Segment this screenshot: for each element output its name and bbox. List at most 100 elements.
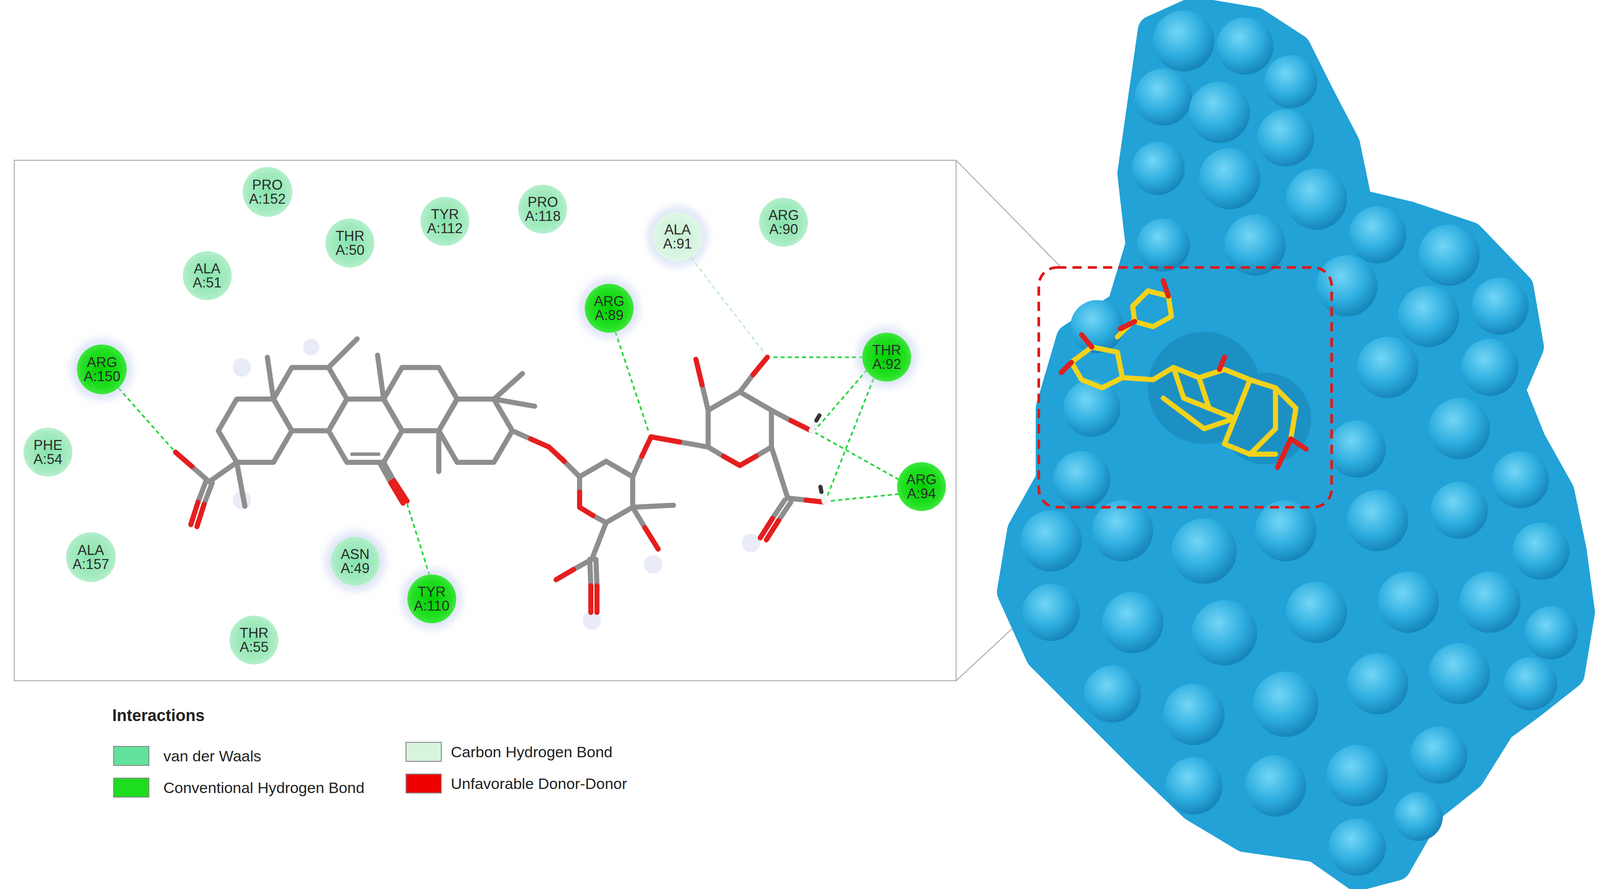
ligand-3d	[1163, 397, 1235, 429]
oxygen-bond	[790, 420, 812, 431]
ligand-skeleton	[589, 559, 591, 587]
residue-label: THR A:92	[872, 343, 902, 372]
atom-halo	[644, 555, 663, 574]
protein-surface	[1188, 81, 1250, 144]
protein-surface	[1348, 206, 1406, 264]
ligand-skeleton	[267, 357, 274, 399]
ligand-3d	[1250, 451, 1276, 457]
ligand-3d	[1081, 334, 1093, 348]
hydrogen-atom	[811, 415, 820, 431]
residue-label: PRO A:152	[248, 177, 286, 206]
ligand-skeleton	[236, 462, 245, 507]
protein-surface	[1428, 642, 1490, 704]
oxygen-bond	[723, 456, 740, 466]
protein-surface	[1163, 683, 1225, 746]
hydrogen-atom	[816, 415, 820, 421]
oxygen-bond	[739, 456, 756, 466]
oxygen-bond	[390, 482, 403, 504]
residue-label: ARG A:90	[768, 208, 799, 237]
oxygen-bond	[696, 359, 703, 385]
oxygen-bond	[579, 507, 593, 516]
residue-circle: THR A:92	[862, 332, 912, 382]
ligand-3d	[1173, 367, 1210, 409]
protein-surface	[1198, 148, 1261, 210]
protein-surface	[1053, 451, 1111, 509]
ligand-3d	[1120, 321, 1135, 329]
ligand-skeleton	[708, 447, 724, 457]
ligand-skeleton	[771, 410, 791, 421]
ligand-skeleton	[739, 374, 753, 392]
ligand-skeleton	[579, 461, 607, 477]
ligand-skeleton	[606, 461, 633, 477]
ligand-skeleton	[679, 441, 708, 447]
ligand-skeleton	[771, 447, 788, 499]
protein-surface	[1134, 68, 1192, 126]
protein-surface	[1346, 489, 1409, 551]
legend-swatch	[405, 773, 442, 794]
protein-surface	[1394, 792, 1443, 841]
oxygen-bond	[175, 452, 192, 467]
protein-surface	[1153, 10, 1215, 72]
ligand-skeleton	[493, 399, 535, 407]
ligand-skeleton	[493, 373, 523, 399]
ligand-skeleton	[436, 430, 442, 472]
residue-label: PHE A:54	[33, 438, 63, 467]
ligand-skeleton	[756, 447, 772, 457]
oxygen-bond	[175, 357, 825, 613]
protein-surface	[1131, 142, 1185, 196]
protein-surface	[1377, 571, 1439, 633]
ligand-3d	[1219, 357, 1225, 370]
residue-label: TYR A:110	[413, 584, 450, 613]
protein-surface	[1356, 336, 1419, 398]
protein-surface	[1461, 339, 1519, 397]
protein-surface	[1020, 10, 1578, 876]
residue-label: ARG A:150	[83, 355, 121, 384]
h-bond-line	[407, 504, 430, 576]
ligand-skeleton	[564, 461, 580, 477]
hydrogen-atom	[820, 487, 825, 503]
protein-surface	[1410, 726, 1468, 784]
residue-circle: TYR A:110	[407, 574, 457, 624]
residue-circle: PHE A:54	[23, 427, 73, 477]
protein-surface	[1459, 571, 1521, 633]
residue-circle: ARG A:90	[759, 197, 808, 247]
h-bond-line	[118, 387, 174, 451]
ligand-skeleton	[606, 507, 633, 523]
protein-surface	[1022, 583, 1080, 641]
ligand-3d	[1132, 291, 1172, 327]
ligand-3d	[1163, 280, 1169, 297]
protein-surface	[1012, 10, 1580, 876]
h-bond-line	[826, 378, 874, 499]
protein-surface	[1191, 600, 1257, 666]
atom-halo	[741, 533, 761, 553]
residue-label: PRO A:118	[525, 195, 561, 224]
protein-surface	[1165, 757, 1223, 815]
ligand-skeleton	[632, 507, 645, 528]
residue-circle: ALA A:51	[182, 251, 232, 301]
protein-surface	[1428, 397, 1490, 459]
ligand-skeleton	[328, 339, 358, 368]
ligand-skeleton	[352, 452, 379, 456]
ligand-skeleton	[380, 464, 392, 483]
ligand-3d	[1071, 347, 1123, 388]
inset-frame	[14, 160, 957, 681]
ligand-skeleton	[512, 430, 531, 440]
protein-surface	[1102, 592, 1164, 654]
legend-text: Conventional Hydrogen Bond	[163, 778, 365, 797]
oxygen-bond	[644, 527, 659, 550]
oxygen-bond	[530, 439, 550, 448]
protein-surface	[1257, 109, 1315, 167]
residue-circle: ARG A:94	[897, 462, 946, 512]
legend-heading: Interactions	[112, 706, 205, 726]
protein-surface	[1398, 285, 1460, 347]
ligand-skeleton	[630, 476, 636, 508]
oxygen-bond	[650, 436, 680, 442]
residue-label: ARG A:94	[906, 472, 937, 501]
oxygen-bond	[641, 436, 651, 457]
legend-swatch	[405, 741, 442, 762]
residue-label: ALA A:91	[663, 222, 693, 251]
residue-circle: PRO A:118	[518, 184, 568, 234]
protein-surface	[1316, 255, 1378, 317]
h-bond-line	[118, 331, 900, 576]
